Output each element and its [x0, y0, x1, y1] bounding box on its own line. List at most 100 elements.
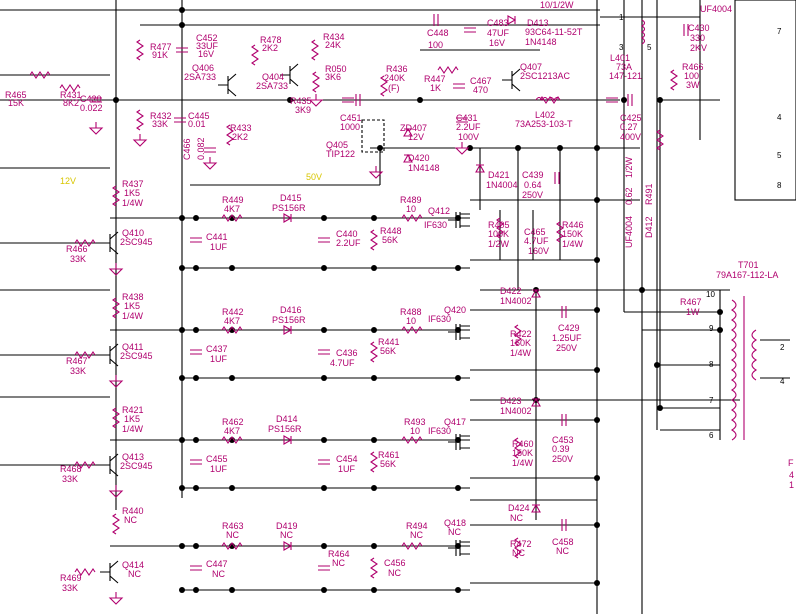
channel-2-labels: R438 1K5 1/4W Q411 2SC945 R467 33K R442 …: [66, 292, 466, 376]
ch2-cin-value: 1UF: [210, 354, 228, 364]
junction-16: [717, 309, 723, 315]
c448-ref: C448: [427, 28, 449, 38]
ch4-cin-symbol: [190, 565, 202, 571]
r433-ref: R433: [230, 123, 252, 133]
rail-50v-label: 50V: [306, 172, 322, 182]
d413-symbol: [507, 15, 517, 25]
r472-value: NC: [512, 548, 525, 558]
q407-type: 2SC1213AC: [520, 71, 571, 81]
ch3-ccap-ref: C454: [336, 454, 358, 464]
ch2-mosfet-symbol: [448, 324, 470, 340]
ch4-rgnd-ref: R464: [328, 549, 350, 559]
c431-value: 2.2UF: [456, 122, 481, 132]
ch2-rail-junction-1: [193, 327, 199, 333]
ch4-gnd-junction-3: [321, 587, 327, 593]
top-ground-2: [202, 157, 218, 170]
right-cap-0: [561, 306, 567, 318]
ch4-rin-value: 33K: [62, 583, 78, 593]
r467b-power: 1W: [686, 307, 700, 317]
ch4-rtop-symbol: [112, 513, 120, 535]
c429-voltage: 250V: [556, 343, 577, 353]
ch1-rgnd-symbol: [370, 229, 378, 251]
ch2-rmid-value: 4K7: [224, 316, 240, 326]
ch4-mosfet-symbol: [448, 540, 470, 556]
r435-value: 3K9: [295, 105, 311, 115]
top-ground-3: [308, 94, 324, 107]
channel-4-labels: R440 NC Q414 NC R469 33K R463 NC C447 NC…: [60, 506, 466, 593]
r436-note: (F): [388, 83, 400, 93]
ch1-rin-symbol: [74, 239, 96, 247]
junction-19: [179, 22, 185, 28]
ch3-transistor-symbol: [100, 453, 119, 477]
ch2-transistor-symbol: [100, 343, 119, 367]
r491-value: 0.62: [624, 187, 634, 205]
ch1-q-type: 2SC945: [120, 237, 153, 247]
c466-value: 0.082: [196, 137, 206, 160]
r050-value: 3K6: [325, 72, 341, 82]
d423-type: 1N4002: [500, 406, 532, 416]
ch1-d-type: PS156R: [272, 203, 306, 213]
d422-ref: D422: [500, 286, 522, 296]
ch3-d-type: PS156R: [268, 424, 302, 434]
r466-power: 3W: [686, 80, 700, 90]
uf4004-top-label: UF4004: [700, 4, 732, 14]
ch1-mosfet-symbol: [448, 212, 470, 228]
q404-ref: Q404: [262, 72, 284, 82]
c465-voltage: 160V: [528, 246, 549, 256]
ch4-q-ref: Q414: [122, 560, 144, 570]
ch3-gnd-junction-3: [321, 485, 327, 491]
top-res-v-3: [311, 39, 319, 61]
ch2-rin-value: 33K: [70, 366, 86, 376]
channel-3-labels: R421 1K5 1/4W Q413 2SC945 R468 33K R462 …: [60, 405, 466, 484]
junction-3: [594, 307, 600, 313]
ch4-gnd-junction-1: [193, 587, 199, 593]
ch3-gnd-junction-0: [179, 485, 185, 491]
right-cap-1: [561, 414, 567, 426]
ch2-gnd-junction-5: [455, 375, 461, 381]
c483-value: 47UF: [487, 28, 510, 38]
ch3-rin-value: 33K: [62, 474, 78, 484]
c429-value: 1.25UF: [552, 333, 582, 343]
ch1-gnd-junction-3: [321, 265, 327, 271]
ch2-rgnd-ref: R441: [378, 337, 400, 347]
q406-type: 2SA733: [184, 72, 216, 82]
junction-22: [417, 97, 423, 103]
right-cap-2: [561, 519, 567, 531]
c431-voltage: 100V: [458, 132, 479, 142]
ch4-cin-value: NC: [212, 569, 225, 579]
c453-ref: C453: [552, 435, 574, 445]
pin-9: 9: [709, 324, 714, 333]
top-res-h-0: [29, 71, 51, 79]
r465-ref: R465: [5, 90, 27, 100]
top-ground-1: [132, 134, 148, 147]
ch2-gnd-junction-2: [229, 375, 235, 381]
ch2-ccap-symbol: [318, 349, 330, 355]
r422-ref: R422: [510, 329, 532, 339]
r447-ref: R447: [424, 74, 446, 84]
r422-value: 150K: [510, 338, 531, 348]
q405-ref: Q405: [326, 140, 348, 150]
ch2-rail-junction-4: [371, 327, 377, 333]
ch4-rail-junction-0: [179, 543, 185, 549]
c445-ref: C445: [188, 111, 210, 121]
c467-value: 470: [473, 85, 488, 95]
ch4-rser-ref: R494: [406, 521, 428, 531]
l401-part: 147-121: [609, 71, 642, 81]
r436-value: 240K: [384, 73, 405, 83]
r-top-value: 10/1/2W: [540, 0, 574, 10]
ch4-cin-ref: C447: [206, 559, 228, 569]
c420-value: 0.022: [80, 103, 103, 113]
zd407-symbol: [403, 127, 413, 137]
pin-4: 4: [780, 377, 785, 386]
top-transistor-0: [218, 73, 237, 97]
c425-voltage: 400V: [620, 132, 641, 142]
r447-value: 1K: [430, 83, 441, 93]
ch4-q-type: NC: [128, 569, 141, 579]
junction-5: [594, 417, 600, 423]
top-cap-6: [453, 83, 465, 89]
ch2-rail-junction-0: [179, 327, 185, 333]
c458-ref: C458: [552, 537, 574, 547]
ch3-cin-symbol: [190, 459, 202, 465]
r405-ref: R405: [488, 220, 510, 230]
